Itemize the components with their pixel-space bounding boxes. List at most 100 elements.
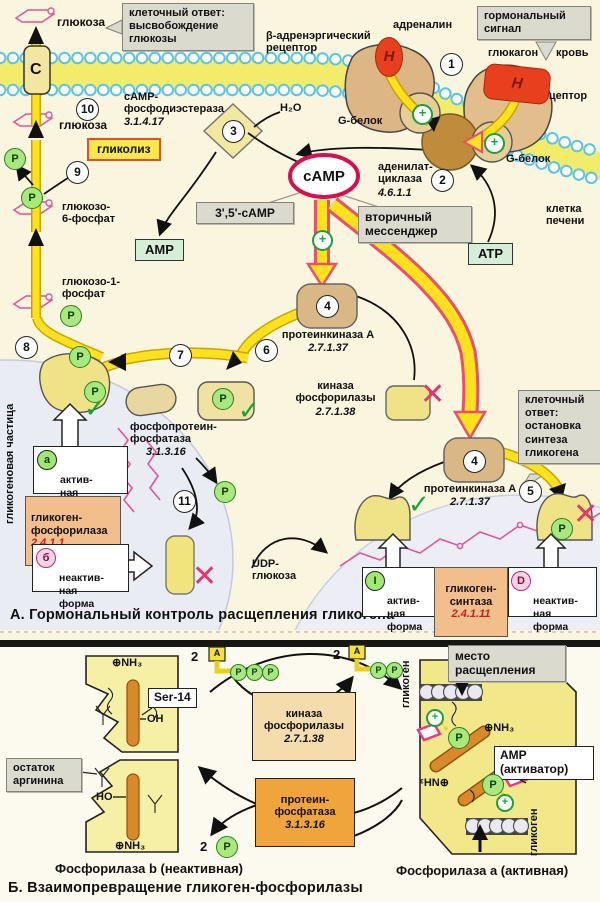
phosphorylase-a-caption: Фосфорилаза a (активная) — [396, 863, 569, 878]
adp-p2: P — [386, 662, 403, 679]
phosphate-gp-1: P — [69, 346, 91, 368]
nh3-bottom-label: ⊕NH₃ — [115, 840, 146, 852]
phosphorylase-inactive-form-box: б неактив- ная форма — [32, 544, 129, 610]
camp-plus: + — [312, 230, 333, 251]
hormone-signal-callout: гормональный сигнал — [477, 6, 591, 41]
glucose-export-arrow — [28, 26, 104, 362]
form-b-badge: б — [36, 548, 56, 568]
step-4: 4 — [316, 295, 339, 318]
synthase-active-text: актив- ная форма — [387, 595, 423, 633]
ser14-callout: Ser-14 — [148, 688, 197, 708]
glycogen-synthase-ec: 2.4.1.11 — [451, 607, 491, 620]
section-b-caption: Б. Взаимопревращение гликоген-фосфорилаз… — [8, 880, 363, 896]
glycolysis-box: гликолиз — [87, 138, 161, 162]
oh-label: OH — [147, 713, 164, 725]
atp-adp-icons — [208, 644, 372, 674]
atp-p2: P — [246, 664, 263, 681]
phosphate-released-11: P — [214, 481, 236, 503]
phosphate-phk: P — [212, 388, 234, 410]
pka2-ec: 2.7.1.37 — [450, 496, 490, 508]
two-atp-count: 2 — [191, 649, 199, 664]
glucose-cytosol-label: глюкоза — [59, 118, 108, 132]
adp-p1: P — [370, 662, 387, 679]
atp-p1: P — [230, 664, 247, 681]
synthase-inactive-text: неактив- ная форма — [533, 595, 578, 633]
phosphate-phos-a-1: P — [448, 727, 470, 749]
camp-full-box: 3',5'-cAMP — [196, 202, 294, 225]
glycogen-label-top: гликоген — [400, 660, 412, 708]
nh3-top-label: ⊕NH₃ — [112, 657, 143, 669]
synthase-inactive-form-box: D неактив- ная форма — [508, 567, 597, 633]
cleavage-site-callout: место расщепления — [448, 645, 566, 682]
form-a-badge: а — [37, 450, 57, 470]
ho-label: HO — [96, 791, 113, 803]
phosphate-gs: P — [551, 518, 573, 540]
step-7: 7 — [169, 344, 192, 367]
second-messenger-callout: вторичный мессенджер — [358, 206, 472, 243]
h2o-label: H₂O — [280, 102, 302, 114]
nh3-phos-a-label: ⊕NH₃ — [484, 722, 515, 734]
blood-label: кровь — [556, 47, 589, 59]
phosphate-phos-a-2: P — [482, 774, 504, 796]
enzyme-shapes — [39, 283, 593, 595]
g-protein-label-right: G-белок — [506, 153, 551, 165]
step-6: 6 — [255, 339, 278, 362]
phosphatase-b-ec: 3.1.3.16 — [285, 818, 325, 831]
camp-label: cAMP — [303, 168, 345, 185]
adrenaline-hormone-icon: H — [375, 37, 403, 77]
pde-label: сАМР- фосфодиэстераза — [124, 91, 224, 116]
glycogen-synthase-name: гликоген- синтаза — [445, 583, 497, 608]
step-10: 10 — [76, 98, 99, 121]
pka1-label: протеинкиназа A — [281, 329, 375, 341]
g-protein-plus-right: + — [484, 133, 505, 154]
step-1: 1 — [440, 53, 463, 76]
section-a-caption: А. Гормональный контроль расщепления гли… — [10, 607, 395, 623]
phosphatase-b-name: протеин- фосфатаза — [274, 793, 336, 819]
form-i-badge: I — [365, 571, 385, 591]
cell-response-stop-callout: клеточный ответ: остановка синтеза глико… — [518, 390, 600, 464]
synthase-active-form-box: I актив- ная форма — [362, 567, 441, 633]
step-4b: 4 — [463, 450, 486, 473]
atp-adenosine-letter: A — [213, 648, 221, 658]
liver-cell-label: клетка печени — [546, 203, 585, 228]
step-5: 5 — [519, 480, 542, 503]
adenylate-cyclase-ec: 4.6.1.1 — [378, 187, 412, 199]
ppp-ec: 3.1.3.16 — [146, 446, 186, 458]
step-2: 2 — [431, 169, 454, 192]
arginine-residue-callout: остаток аргинина — [6, 758, 82, 793]
camp-ellipse — [288, 153, 360, 199]
cell-response-release-callout: клеточный ответ: высвобождение глюкозы — [122, 3, 254, 51]
glycogen-label-bottom: гликоген — [528, 808, 540, 856]
glycogen-particle-label: гликогеновая частица — [4, 403, 16, 524]
phk-label: киназа фосфорилазы — [295, 380, 376, 405]
form-d-badge: D — [511, 571, 531, 591]
section-divider — [0, 640, 600, 647]
phosphate-g1p: P — [60, 305, 82, 327]
inactive-form-text: неактив- ная форма — [59, 572, 104, 610]
phosphatase-box-b: протеин- фосфатаза 3.1.3.16 — [255, 778, 355, 848]
glycogen-synthase-box: гликоген- синтаза 2.4.1.11 — [434, 567, 508, 637]
step-3: 3 — [222, 120, 245, 143]
inactive-x-gp: ✕ — [192, 559, 218, 594]
beta-receptor-label: β-адренэргический рецептор — [266, 30, 371, 55]
adenylate-cyclase-label: аденилат- циклаза — [378, 161, 433, 186]
hn-phos-a-label: ᵋHN⊕ — [420, 777, 449, 789]
ppp-label: фосфопротеин- фосфатаза — [130, 421, 217, 446]
g1p-label: глюкозо-1- фосфат — [62, 276, 120, 301]
atp-box: ATP — [468, 243, 514, 265]
plus-phos-a-bottom: + — [496, 794, 514, 812]
glycogen-phosphorylase-name: гликоген- фосфорилаза — [31, 512, 108, 537]
phosphate-gp-2: P — [84, 381, 106, 403]
adrenaline-label: адреналин — [393, 19, 453, 31]
adp-adenosine-letter: A — [353, 646, 361, 656]
pka1-ec: 2.7.1.37 — [308, 342, 348, 354]
glucose-top-label: глюкоза — [57, 15, 106, 29]
step-11: 11 — [173, 490, 196, 513]
step-8: 8 — [15, 336, 38, 359]
active-check-gs: ✓ — [408, 490, 430, 520]
transporter-c-letter: C — [30, 61, 42, 78]
glucose-transporter-shape — [23, 45, 51, 95]
active-check-phk: ✓ — [238, 396, 260, 426]
g-protein-plus-left: + — [412, 104, 433, 125]
